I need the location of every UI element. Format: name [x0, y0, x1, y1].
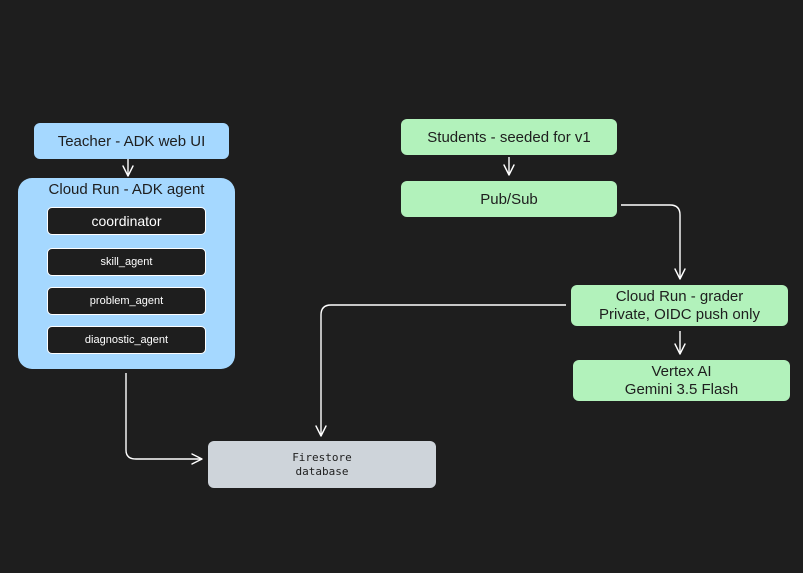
- pubsub-label: Pub/Sub: [480, 190, 538, 208]
- edge-pubsub-to-grader: [621, 204, 686, 280]
- grader-node[interactable]: Cloud Run - grader Private, OIDC push on…: [571, 285, 788, 326]
- grader-line2: Private, OIDC push only: [599, 305, 760, 323]
- students-label: Students - seeded for v1: [427, 128, 591, 146]
- diagnostic-agent-label: diagnostic_agent: [84, 334, 169, 346]
- students-node[interactable]: Students - seeded for v1: [401, 119, 617, 155]
- cloud-run-agent-group[interactable]: Cloud Run - ADK agent coordinator skill_…: [18, 178, 235, 369]
- firestore-node[interactable]: Firestore database: [208, 441, 436, 488]
- pubsub-node[interactable]: Pub/Sub: [401, 181, 617, 217]
- diagnostic-agent-node[interactable]: diagnostic_agent: [47, 326, 206, 354]
- coordinator-node[interactable]: coordinator: [47, 207, 206, 235]
- firestore-line2: database: [295, 464, 349, 478]
- teacher-label: Teacher - ADK web UI: [57, 132, 206, 150]
- problem-agent-node[interactable]: problem_agent: [47, 287, 206, 315]
- vertex-node[interactable]: Vertex AI Gemini 3.5 Flash: [573, 360, 790, 401]
- edge-grader-to-firestore: [315, 304, 566, 437]
- vertex-line1: Vertex AI: [651, 362, 712, 380]
- skill-agent-label: skill_agent: [100, 256, 153, 268]
- skill-agent-node[interactable]: skill_agent: [47, 248, 206, 276]
- coordinator-label: coordinator: [91, 213, 162, 229]
- vertex-line2: Gemini 3.5 Flash: [624, 380, 739, 398]
- firestore-line1: Firestore: [292, 450, 352, 464]
- problem-agent-label: problem_agent: [89, 295, 164, 307]
- edge-agent-to-firestore: [125, 373, 203, 465]
- grader-line1: Cloud Run - grader: [615, 287, 744, 305]
- teacher-node[interactable]: Teacher - ADK web UI: [34, 123, 229, 159]
- cloud-run-agent-title: Cloud Run - ADK agent: [48, 181, 205, 198]
